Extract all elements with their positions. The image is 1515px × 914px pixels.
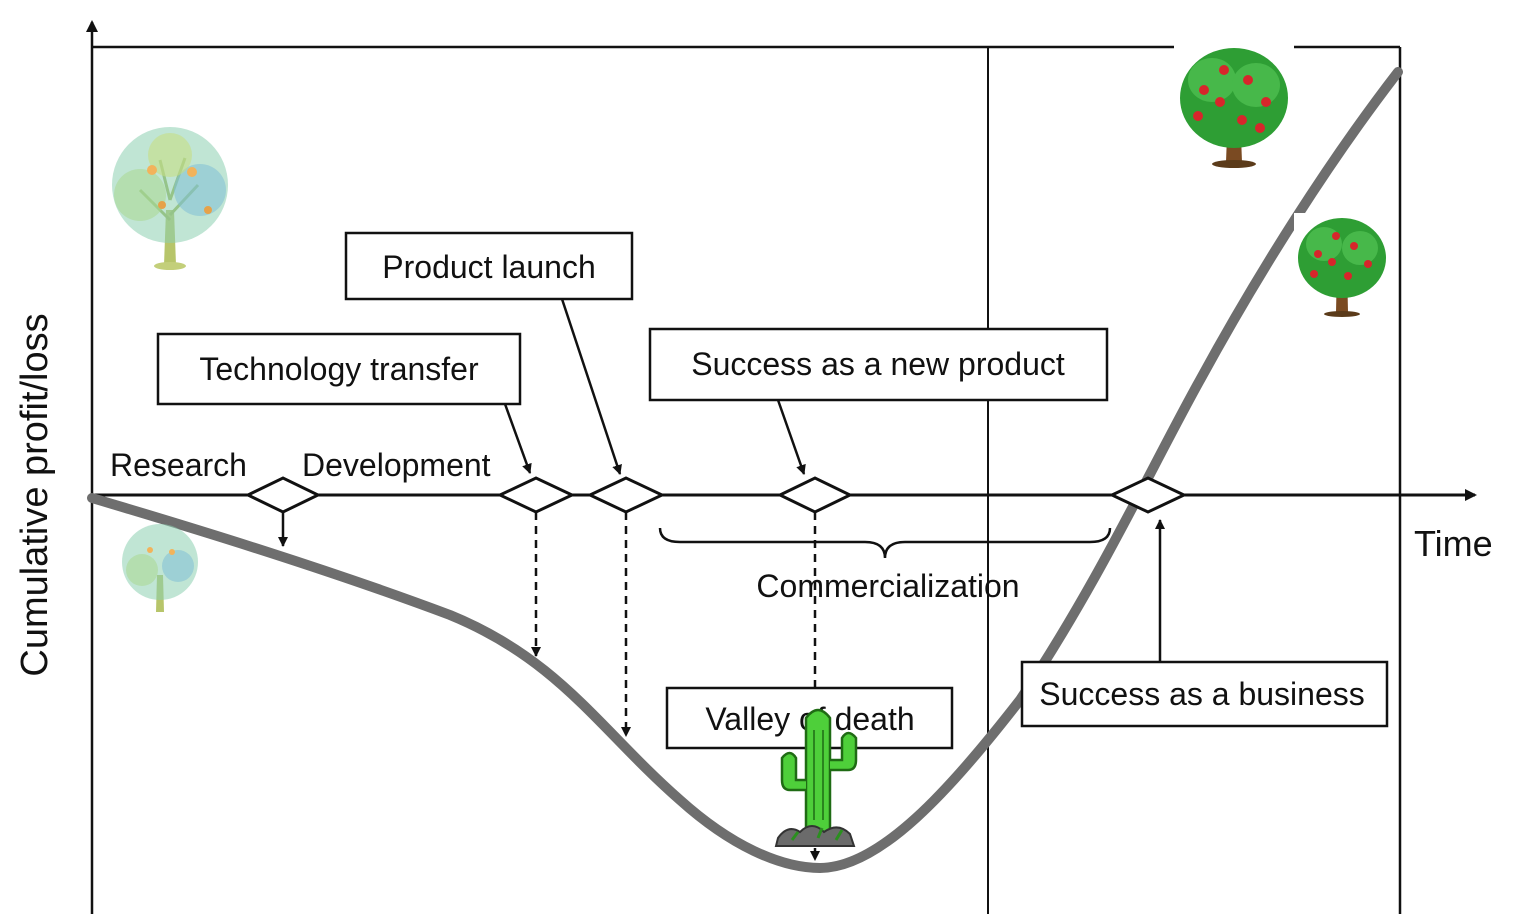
research-label: Research [110,447,247,483]
business-success-box [1020,660,1389,728]
new-product-text: Success as a new product [691,346,1065,382]
callout-boxes [156,231,1389,750]
apple-tree-icon [1174,38,1294,178]
product-launch-box [344,231,634,301]
cactus-icon [774,708,858,847]
milestone-product-launch [586,476,666,514]
product-launch-text: Product launch [382,249,595,285]
x-axis-label: Time [1414,523,1493,564]
profit-loss-curve [87,67,1403,874]
milestone-new-product-success [776,476,854,514]
small-sapling-icon [122,524,198,612]
commercialization-text: Commercialization [756,568,1019,604]
callout-arrows [503,298,1165,662]
milestone-diamonds [244,476,1188,514]
technology-transfer-box [156,332,522,406]
development-label: Development [302,447,491,483]
drop-arrows [278,512,820,861]
apple-tree-icon [1294,213,1390,328]
y-axis-label: Cumulative profit/loss [14,313,56,676]
milestone-technology-transfer [496,476,576,514]
commercialization-brace [658,527,1112,559]
milestone-business-success [1108,476,1188,514]
business-success-text: Success as a business [1039,676,1365,712]
new-product-box [648,327,1109,402]
technology-transfer-text: Technology transfer [199,351,479,387]
sapling-tree-icon [112,127,228,270]
milestone-research-end [244,476,322,514]
